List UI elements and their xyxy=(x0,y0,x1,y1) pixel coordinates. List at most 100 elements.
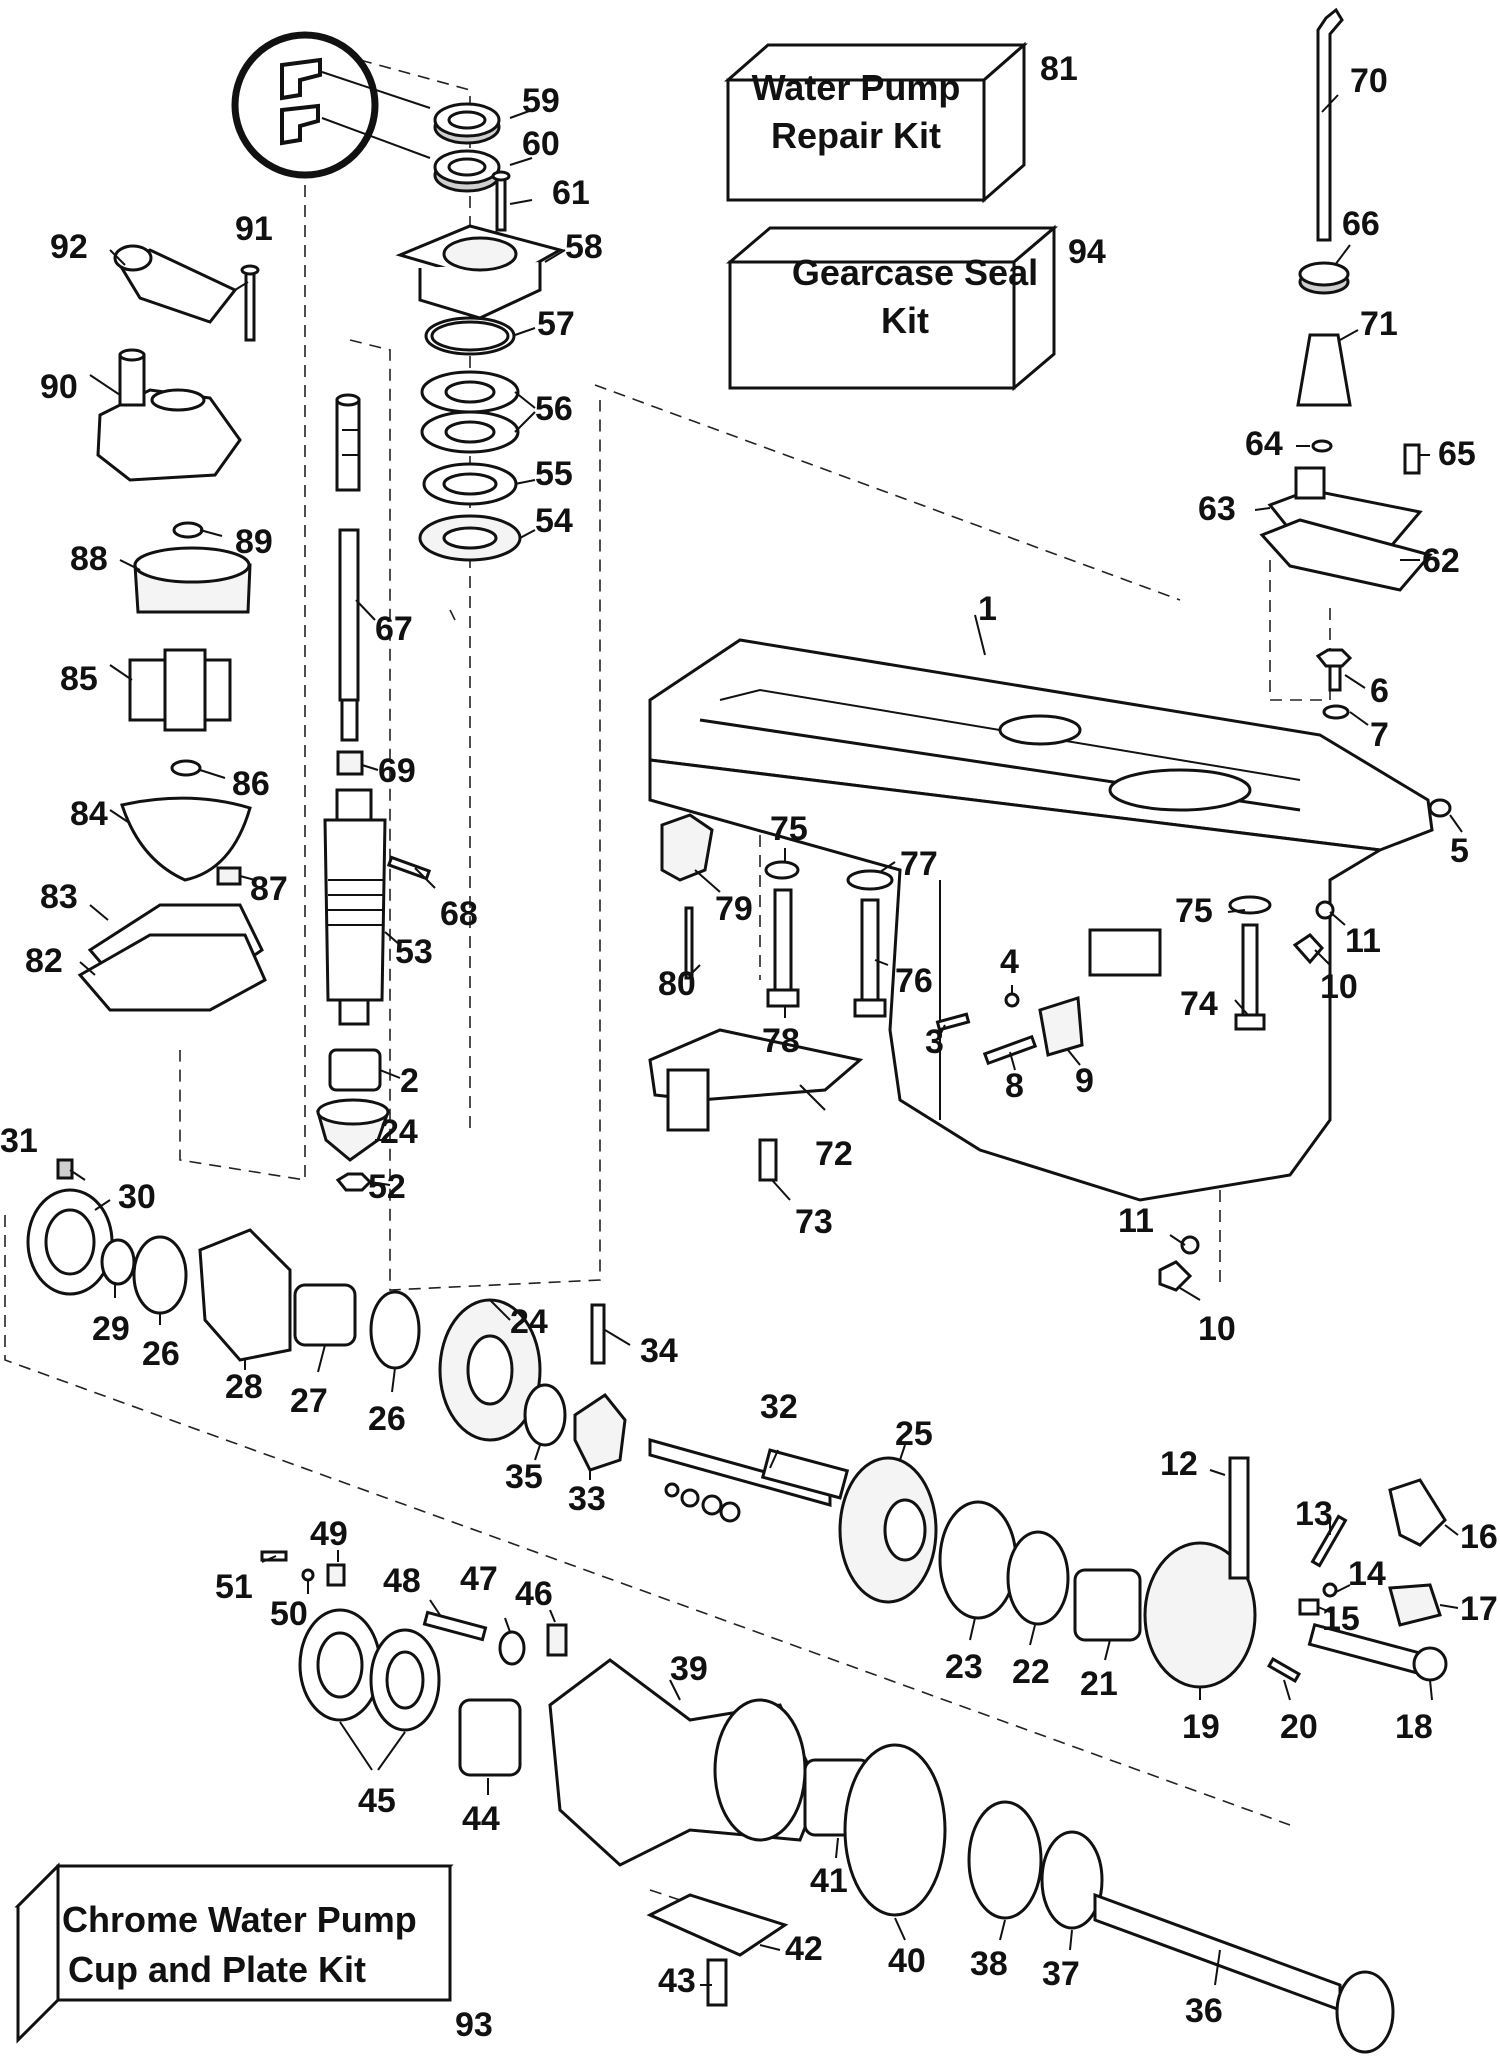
callout-74: 74 xyxy=(1180,985,1218,1023)
kit-box-chrome-water-pump: Chrome Water Pump Cup and Plate Kit 93 xyxy=(14,1862,493,2044)
callout-25: 25 xyxy=(895,1415,933,1453)
callout-89: 89 xyxy=(235,523,273,561)
callout-10: 10 xyxy=(1320,968,1358,1006)
callout-67: 67 xyxy=(375,610,413,648)
callout-28: 28 xyxy=(225,1368,263,1406)
callout-31: 31 xyxy=(0,1122,38,1160)
assembly-dashed-lines xyxy=(4,59,1331,1941)
callout-11-lower: 11 xyxy=(1118,1202,1154,1240)
callout-47: 47 xyxy=(460,1560,498,1598)
callout-numbers: 1 2 3 4 5 6 7 8 9 10 10 11 11 12 13 14 1… xyxy=(0,62,1498,2030)
kit-box-gearcase-seal: Gearcase Seal Kit 94 xyxy=(725,224,1106,392)
callout-50: 50 xyxy=(270,1595,308,1633)
callout-90: 90 xyxy=(40,368,78,406)
callout-70: 70 xyxy=(1350,62,1388,100)
callout-82: 82 xyxy=(25,942,63,980)
callout-78: 78 xyxy=(762,1022,800,1060)
callout-34: 34 xyxy=(640,1332,678,1370)
callout-30: 30 xyxy=(118,1178,156,1216)
callout-10-lower: 10 xyxy=(1198,1310,1236,1348)
callout-4: 4 xyxy=(1000,943,1019,981)
upper-bearing-stack xyxy=(395,102,564,562)
callout-58: 58 xyxy=(565,228,603,266)
callout-23: 23 xyxy=(945,1648,983,1686)
callout-65: 65 xyxy=(1438,435,1476,473)
callout-13: 13 xyxy=(1295,1495,1333,1533)
callout-69: 69 xyxy=(378,752,416,790)
callout-42: 42 xyxy=(785,1930,823,1968)
shift-rod-assembly xyxy=(1259,7,1433,592)
callout-45: 45 xyxy=(358,1782,396,1820)
water-pump-parts xyxy=(77,244,267,1012)
callout-52: 52 xyxy=(368,1168,406,1206)
callout-7: 7 xyxy=(1370,716,1389,754)
callout-20: 20 xyxy=(1280,1708,1318,1746)
kit-93-line2: Cup and Plate Kit xyxy=(68,1949,366,1990)
kit-94-line2: Kit xyxy=(881,300,929,341)
bearing-carrier-parts xyxy=(260,1550,1395,2054)
callout-55: 55 xyxy=(535,455,573,493)
callout-14: 14 xyxy=(1348,1555,1386,1593)
callout-75-right: 75 xyxy=(1175,892,1213,930)
callout-81: 81 xyxy=(1040,50,1078,88)
callout-77: 77 xyxy=(900,845,938,883)
callout-75: 75 xyxy=(770,810,808,848)
callout-39: 39 xyxy=(670,1650,708,1688)
callout-43: 43 xyxy=(658,1962,696,2000)
callout-16: 16 xyxy=(1460,1518,1498,1556)
callout-5: 5 xyxy=(1450,832,1469,870)
callout-3: 3 xyxy=(925,1023,944,1061)
kit-box-water-pump-repair: Water Pump Repair Kit 81 xyxy=(724,41,1078,204)
callout-26: 26 xyxy=(142,1335,180,1373)
callout-87: 87 xyxy=(250,870,288,908)
callout-35: 35 xyxy=(505,1458,543,1496)
kit-94-line1: Gearcase Seal xyxy=(792,252,1038,293)
callout-71: 71 xyxy=(1360,305,1398,343)
callout-54: 54 xyxy=(535,502,573,540)
callout-86: 86 xyxy=(232,765,270,803)
kit-93-line1: Chrome Water Pump xyxy=(62,1899,417,1940)
callout-1: 1 xyxy=(978,590,997,628)
callout-60: 60 xyxy=(522,125,560,163)
kit-81-line2: Repair Kit xyxy=(771,115,941,156)
callout-36: 36 xyxy=(1185,1992,1223,2030)
callout-18: 18 xyxy=(1395,1708,1433,1746)
callout-62: 62 xyxy=(1422,542,1460,580)
callout-51: 51 xyxy=(215,1568,253,1606)
middle-small-parts xyxy=(648,813,894,1182)
callout-27: 27 xyxy=(290,1382,328,1420)
callout-57: 57 xyxy=(537,305,575,343)
callout-56: 56 xyxy=(535,390,573,428)
callout-59: 59 xyxy=(522,82,560,120)
callout-37: 37 xyxy=(1042,1955,1080,1993)
seal-detail-circle xyxy=(231,31,431,179)
callout-68: 68 xyxy=(440,895,478,933)
callout-79: 79 xyxy=(715,890,753,928)
callout-32: 32 xyxy=(760,1388,798,1426)
callout-2: 2 xyxy=(400,1062,419,1100)
callout-22: 22 xyxy=(1012,1653,1050,1691)
callout-64: 64 xyxy=(1245,425,1283,463)
callout-94: 94 xyxy=(1068,233,1106,271)
callout-92: 92 xyxy=(50,228,88,266)
callout-85: 85 xyxy=(60,660,98,698)
callout-83: 83 xyxy=(40,878,78,916)
callout-48: 48 xyxy=(383,1562,421,1600)
callout-88: 88 xyxy=(70,540,108,578)
callout-41: 41 xyxy=(810,1862,848,1900)
callout-38: 38 xyxy=(970,1945,1008,1983)
prop-shaft-parts xyxy=(26,1158,1448,1689)
callout-84: 84 xyxy=(70,795,108,833)
callout-6: 6 xyxy=(1370,672,1389,710)
pinion-and-bearing-stack xyxy=(316,750,432,1192)
callout-21: 21 xyxy=(1080,1665,1118,1703)
gearcase-housing xyxy=(648,638,1434,1202)
callout-53: 53 xyxy=(395,933,433,971)
callout-15: 15 xyxy=(1322,1600,1360,1638)
callout-91: 91 xyxy=(235,210,273,248)
callout-93: 93 xyxy=(455,2006,493,2044)
callout-49: 49 xyxy=(310,1515,348,1553)
callout-29: 29 xyxy=(92,1310,130,1348)
callout-66: 66 xyxy=(1342,205,1380,243)
